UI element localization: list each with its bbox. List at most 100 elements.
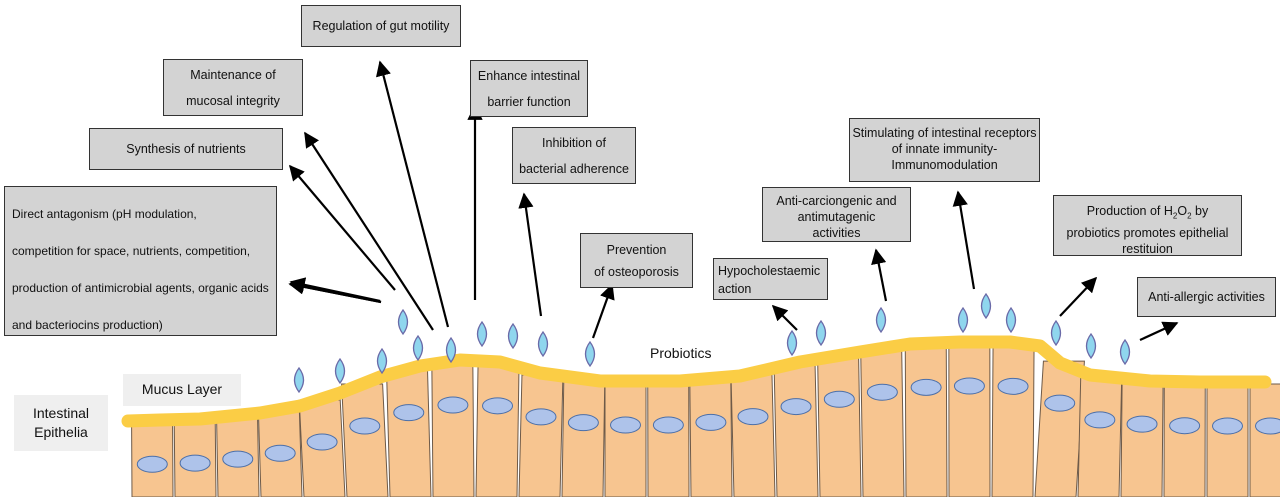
probiotic-bacterium [1087, 334, 1096, 358]
cell-body [731, 375, 775, 497]
intestinal-epithelia-label: Intestinal Epithelia [14, 395, 108, 451]
cell-body [818, 357, 861, 497]
box-hypocholestaemic-line-2: action [718, 280, 827, 298]
cell-nucleus [1127, 416, 1157, 432]
box-anti-allergic-line-1: Anti-allergic activities [1138, 278, 1275, 316]
cell-body [1164, 384, 1205, 497]
cell-nucleus [483, 398, 513, 414]
box-osteoporosis: Prevention of osteoporosis [580, 233, 693, 288]
box-barrier-function-line-1: Enhance intestinal [471, 63, 587, 89]
effect-arrow [1060, 278, 1096, 316]
probiotic-bacterium [295, 368, 304, 392]
probiotic-bacterium [478, 322, 487, 346]
h2o2-mid: O [1177, 204, 1187, 218]
cell-body [905, 345, 947, 497]
cell-nucleus [137, 456, 167, 472]
cell-body [342, 384, 388, 497]
box-anticarcinogenic-line-1: Anti-carciongenic and [763, 193, 910, 209]
cell-nucleus [265, 445, 295, 461]
epithelial-cell [258, 411, 302, 497]
intestinal-epithelia-line-1: Intestinal [14, 404, 108, 423]
probiotic-bacterium [959, 308, 968, 332]
effect-arrow [773, 306, 797, 330]
cell-nucleus [180, 455, 210, 471]
epithelial-cell [774, 365, 818, 497]
box-hypocholestaemic-line-1: Hypocholestaemic [718, 262, 827, 280]
cell-nucleus [998, 378, 1028, 394]
box-direct-antagonism: Direct antagonism (pH modulation, compet… [4, 186, 277, 336]
box-immunomodulation-line-3: Immunomodulation [850, 157, 1039, 173]
box-gut-motility: Regulation of gut motility [301, 5, 461, 47]
box-gut-motility-line-1: Regulation of gut motility [302, 6, 460, 46]
epithelial-cell [342, 384, 388, 497]
h2o2-post: by [1192, 204, 1209, 218]
cell-body [774, 365, 818, 497]
box-bacterial-adherence-line-2: bacterial adherence [513, 156, 635, 182]
cell-nucleus [223, 451, 253, 467]
effect-arrow [1140, 323, 1177, 340]
cell-body [387, 371, 431, 497]
box-anti-allergic: Anti-allergic activities [1137, 277, 1276, 317]
cell-nucleus [350, 418, 380, 434]
probiotic-bacterium [877, 308, 886, 332]
probiotic-bacterium [336, 359, 345, 383]
box-direct-antagonism-line-4: and bacteriocins production) [12, 307, 276, 344]
probiotic-bacterium [539, 332, 548, 356]
cell-nucleus [1170, 418, 1200, 434]
cell-nucleus [696, 414, 726, 430]
cell-nucleus [954, 378, 984, 394]
probiotic-bacterium [982, 294, 991, 318]
cell-nucleus [1045, 395, 1075, 411]
cell-body [992, 344, 1034, 497]
box-osteoporosis-line-1: Prevention [581, 239, 692, 261]
epithelial-cell [648, 383, 689, 497]
h2o2-pre: Production of H [1087, 204, 1173, 218]
probiotic-bacterium [586, 342, 595, 366]
cell-nucleus [1256, 418, 1280, 434]
epithelial-cell [476, 364, 519, 497]
epithelial-cell [690, 380, 732, 497]
epithelial-cell [1078, 378, 1122, 497]
cell-body [476, 364, 519, 497]
box-barrier-function-line-2: barrier function [471, 89, 587, 115]
probiotic-bacterium [399, 310, 408, 334]
epithelial-cell [861, 350, 904, 497]
cell-nucleus [307, 434, 337, 450]
cell-body [690, 380, 732, 497]
epithelial-cell [818, 357, 861, 497]
epithelial-cell [387, 371, 431, 497]
cell-nucleus [611, 417, 641, 433]
box-anticarcinogenic-line-2: antimutagenic [763, 209, 910, 225]
box-synthesis-nutrients: Synthesis of nutrients [89, 128, 283, 170]
box-h2o2-line-2: probiotics promotes epithelial [1054, 225, 1241, 241]
cell-body [1035, 361, 1084, 497]
probiotic-bacterium [414, 336, 423, 360]
epithelial-cell [1207, 384, 1248, 497]
probiotic-bacterium [788, 331, 797, 355]
probiotic-bacterium [509, 324, 518, 348]
box-h2o2-line-3: restituion [1054, 241, 1241, 257]
cell-body [861, 350, 904, 497]
box-mucosal-integrity: Maintenance of mucosal integrity [163, 59, 303, 116]
epithelial-cell [519, 375, 563, 497]
cell-nucleus [653, 417, 683, 433]
epithelial-cells [132, 344, 1280, 497]
epithelial-cell [992, 344, 1034, 497]
box-h2o2-line-1: Production of H2O2 by [1054, 203, 1241, 225]
mucus-layer-label: Mucus Layer [123, 374, 241, 406]
box-direct-antagonism-line-1: Direct antagonism (pH modulation, [12, 196, 276, 233]
box-barrier-function: Enhance intestinal barrier function [470, 60, 588, 117]
effect-arrow [291, 282, 380, 301]
effect-arrow [876, 250, 886, 301]
effect-arrow [380, 62, 448, 327]
effect-arrow [593, 285, 612, 338]
epithelial-cell [1164, 384, 1205, 497]
cell-nucleus [781, 399, 811, 415]
epithelial-cell [562, 381, 605, 497]
intestinal-epithelia-line-2: Epithelia [14, 423, 108, 442]
box-anticarcinogenic: Anti-carciongenic and antimutagenic acti… [762, 187, 911, 242]
box-osteoporosis-line-2: of osteoporosis [581, 261, 692, 283]
cell-body [1207, 384, 1248, 497]
cell-body [1121, 382, 1163, 497]
